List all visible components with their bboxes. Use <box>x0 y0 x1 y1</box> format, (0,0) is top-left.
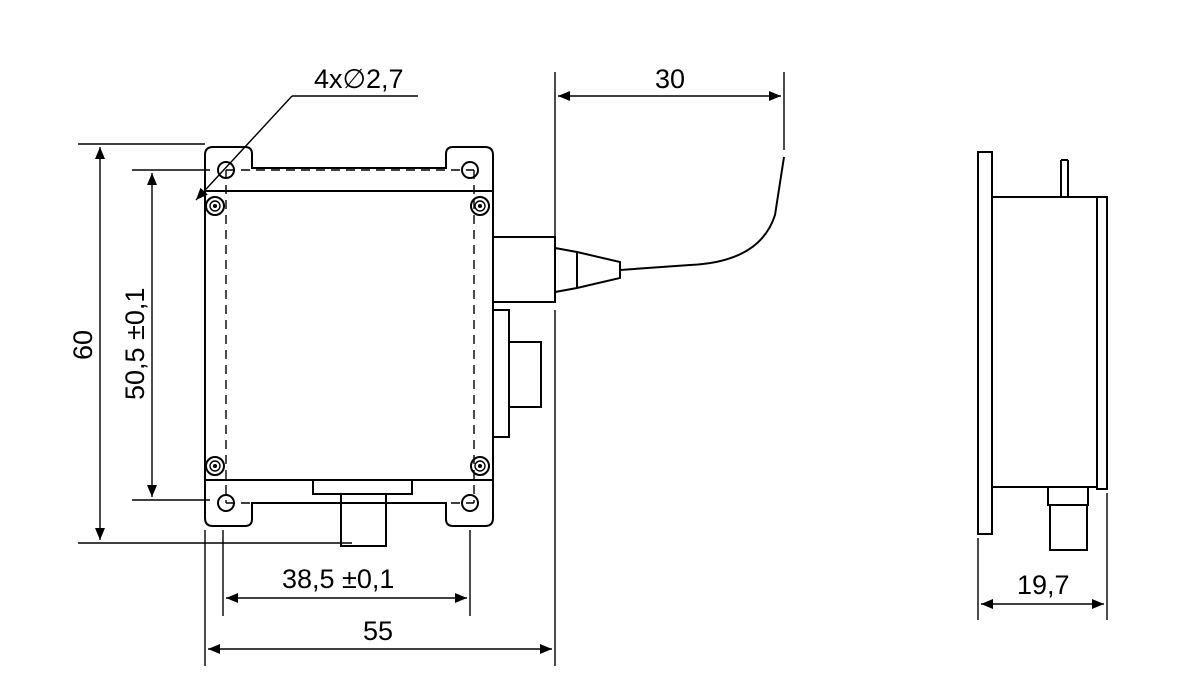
dimension-hole-callout: 4x∅2,7 <box>195 64 418 201</box>
side-lid <box>1096 196 1108 490</box>
screw-icon <box>470 456 490 476</box>
screw-icon <box>470 196 490 216</box>
side-connector <box>1047 486 1089 551</box>
overall-width-label: 55 <box>363 616 393 646</box>
fiber-length-label: 30 <box>655 64 685 94</box>
side-flange-outline <box>977 151 1098 535</box>
bottom-connector <box>312 479 413 547</box>
dimension-overall-width: 55 <box>204 310 556 666</box>
side-fiber-stub <box>1060 159 1069 197</box>
hole-callout-label: 4x∅2,7 <box>314 64 404 94</box>
housing-body <box>204 190 494 481</box>
dimension-depth: 19,7 <box>977 493 1108 620</box>
hole-pitch-vertical-label: 50,5 ±0,1 <box>120 288 150 400</box>
dimension-fiber-length: 30 <box>554 64 785 237</box>
mounting-hole <box>461 161 479 179</box>
hole-pitch-hidden-lines <box>225 169 475 504</box>
mounting-hole <box>461 494 479 512</box>
screw-icon <box>205 196 225 216</box>
side-connector <box>492 309 542 438</box>
fiber-connector <box>492 156 785 303</box>
side-view <box>977 151 1108 551</box>
hole-pitch-horizontal-label: 38,5 ±0,1 <box>282 564 394 594</box>
screw-icon <box>205 456 225 476</box>
dimension-overall-height: 60 <box>68 143 352 544</box>
fiber-pigtail <box>619 156 785 271</box>
depth-label: 19,7 <box>1017 570 1070 600</box>
mounting-hole <box>217 494 235 512</box>
dimension-hole-pitch-vertical: 50,5 ±0,1 <box>120 169 210 501</box>
housing-screws <box>205 196 490 476</box>
overall-height-label: 60 <box>68 330 98 360</box>
mounting-holes <box>217 161 479 512</box>
front-view <box>204 146 785 547</box>
base-plate-outline <box>204 146 494 527</box>
mounting-hole <box>217 161 235 179</box>
dimension-hole-pitch-horizontal: 38,5 ±0,1 <box>222 530 471 616</box>
